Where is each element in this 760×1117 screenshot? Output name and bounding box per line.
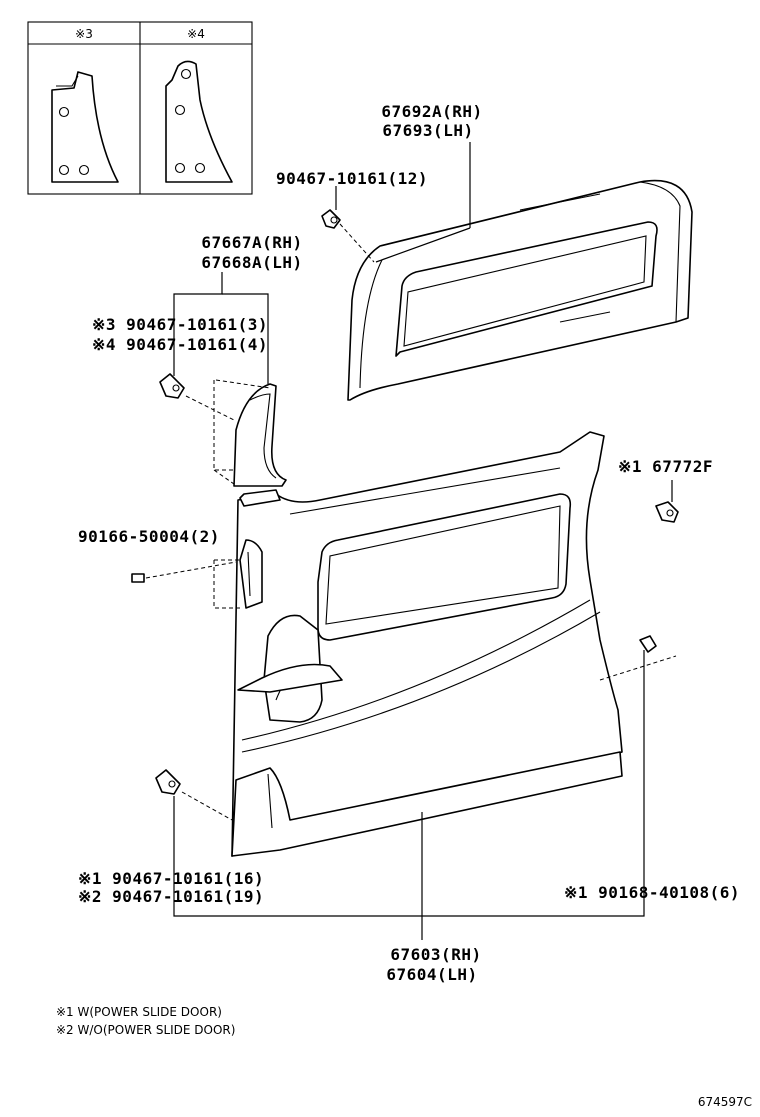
pillar-trim-drawing: [213, 379, 287, 487]
callout-pillar-trim-lh: 67668A(LH): [201, 253, 302, 272]
callout-screw: 90166-50004(2): [78, 527, 220, 546]
callout-nut-clip: ※1 90168-40108(6): [564, 883, 740, 902]
clip-upper-drawing: [321, 209, 375, 263]
inset-col1-label: ※3: [75, 27, 93, 41]
callout-pillar-clip-3: ※3 90467-10161(3): [92, 315, 268, 334]
pillar-variant-3-drawing: [51, 71, 119, 183]
nut-clip-drawing: [599, 635, 677, 681]
callout-upper-clip: 90467-10161(12): [276, 169, 428, 188]
note-1: ※1 W(POWER SLIDE DOOR): [56, 1005, 222, 1019]
callout-lower-clip-2: ※2 90467-10161(19): [78, 887, 264, 906]
callout-upper-trim-lh: 67693(LH): [382, 121, 473, 140]
footnotes: ※1 W(POWER SLIDE DOOR) ※2 W/O(POWER SLID…: [56, 1005, 235, 1037]
figure-code: 674597C: [698, 1095, 752, 1109]
leader-lines: [173, 142, 673, 940]
callout-lower-clip-1: ※1 90467-10161(16): [78, 869, 264, 888]
callout-pillar-trim-rh: 67667A(RH): [201, 233, 302, 252]
callout-upper-trim-rh: 67692A(RH): [381, 102, 482, 121]
callout-door-trim-rh: 67603(RH): [390, 945, 481, 964]
grommet-drawing: [655, 501, 679, 523]
callout-grommet: ※1 67772F: [618, 457, 713, 476]
clip-lower-drawing: [155, 769, 233, 821]
upper-trim-panel-drawing: [347, 179, 693, 401]
clip-pillar-drawing: [159, 373, 235, 421]
callouts: 67692A(RH) 67693(LH) 90467-10161(12) 676…: [78, 102, 740, 984]
inset-col2-label: ※4: [187, 27, 205, 41]
variant-inset: ※3 ※4: [27, 21, 253, 195]
callout-door-trim-lh: 67604(LH): [386, 965, 477, 984]
pillar-variant-4-drawing: [165, 60, 233, 183]
door-trim-panel-drawing: [213, 431, 623, 857]
screw-drawing: [131, 561, 237, 583]
callout-pillar-clip-4: ※4 90467-10161(4): [92, 335, 268, 354]
note-2: ※2 W/O(POWER SLIDE DOOR): [56, 1023, 235, 1037]
